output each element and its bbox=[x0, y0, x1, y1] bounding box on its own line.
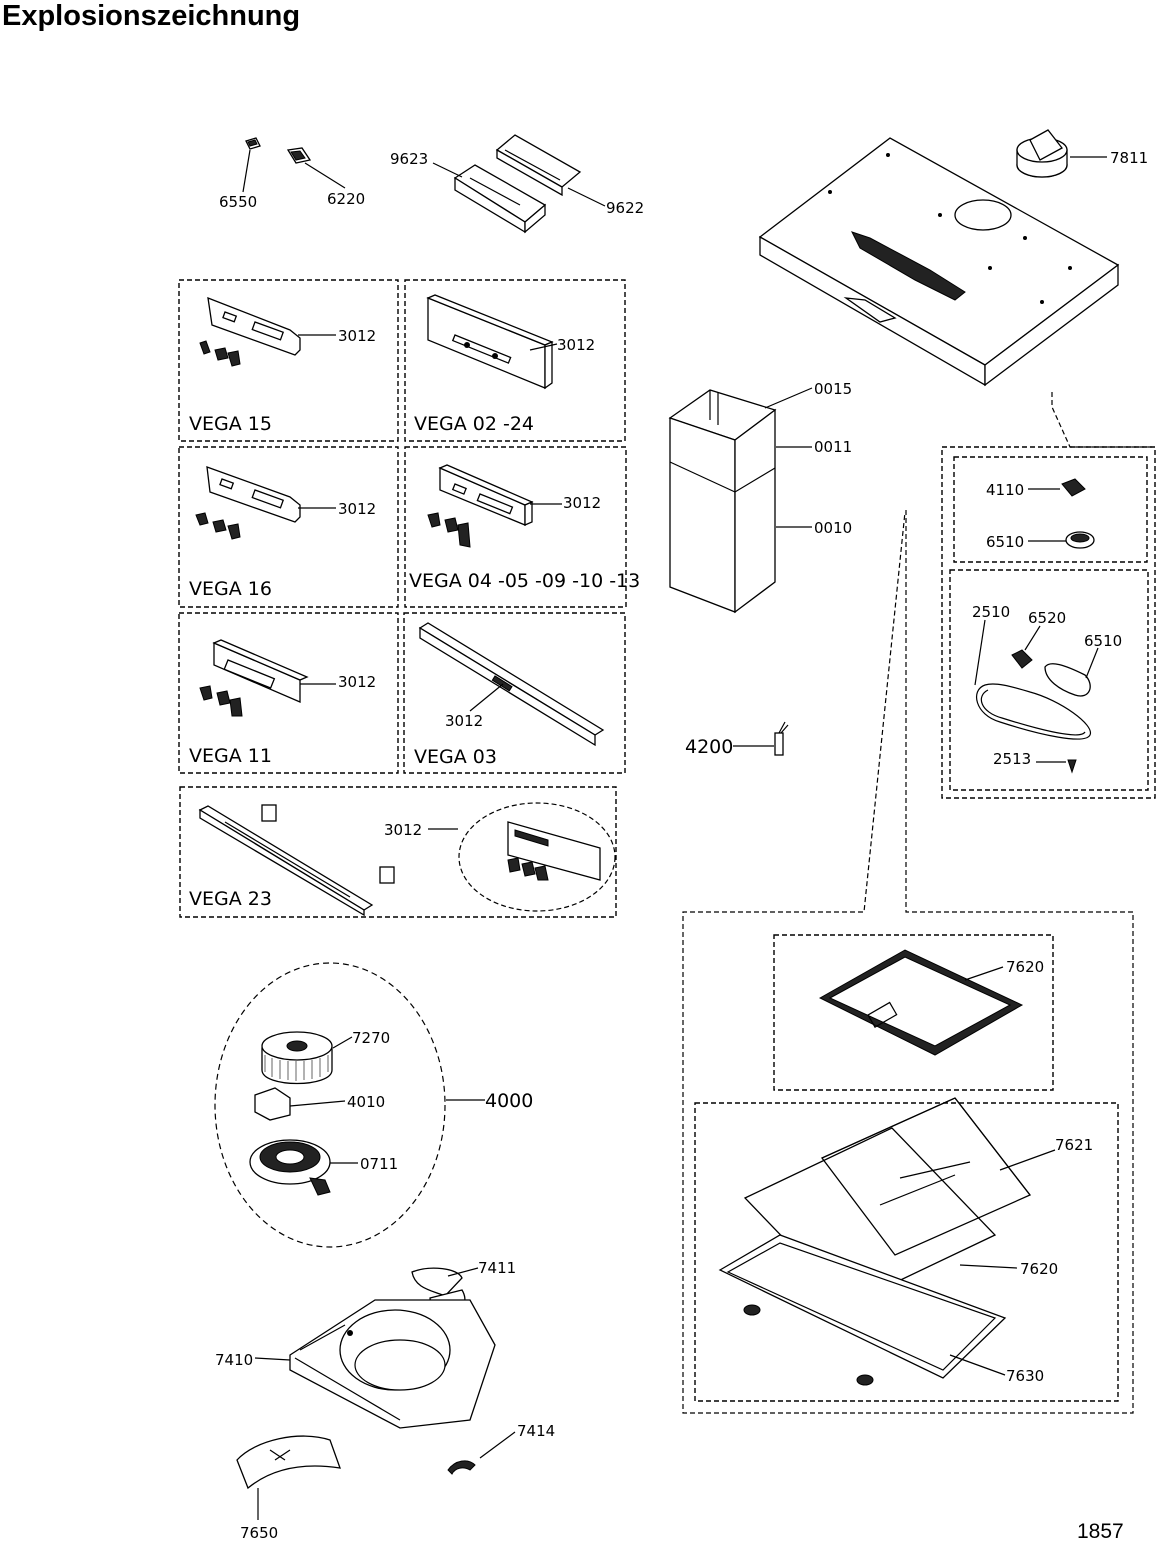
label-vega-15: VEGA 15 bbox=[189, 413, 272, 435]
blower-housing bbox=[236, 1267, 516, 1520]
label-3012-vega15: 3012 bbox=[338, 327, 376, 345]
panel-vega-03 bbox=[418, 622, 605, 747]
box-vega-04-13 bbox=[404, 446, 627, 608]
label-vega-02-24: VEGA 02 -24 bbox=[414, 413, 534, 435]
label-7650: 7650 bbox=[240, 1524, 278, 1542]
label-7620-a: 7620 bbox=[1006, 958, 1044, 976]
document-number: 1857 bbox=[1077, 1520, 1124, 1543]
box-vega-16 bbox=[178, 446, 399, 608]
panel-vega-23 bbox=[198, 802, 616, 917]
panel-vega-04-13 bbox=[427, 464, 562, 548]
label-0015: 0015 bbox=[814, 380, 852, 398]
panel-vega-02-24 bbox=[426, 294, 558, 390]
label-3012-vega23: 3012 bbox=[384, 821, 422, 839]
label-0010: 0010 bbox=[814, 519, 852, 537]
label-7410: 7410 bbox=[215, 1351, 253, 1369]
label-3012-vega03: 3012 bbox=[445, 712, 483, 730]
label-9622: 9622 bbox=[606, 199, 644, 217]
label-vega-23: VEGA 23 bbox=[189, 888, 272, 910]
label-4010: 4010 bbox=[347, 1093, 385, 1111]
chimney bbox=[668, 387, 813, 614]
label-vega-11: VEGA 11 bbox=[189, 745, 272, 767]
label-6520: 6520 bbox=[1028, 609, 1066, 627]
label-3012-vega04: 3012 bbox=[563, 494, 601, 512]
box-vega-23 bbox=[179, 786, 617, 918]
label-4110: 4110 bbox=[986, 481, 1024, 499]
box-vega-03 bbox=[403, 612, 626, 774]
part-4200 bbox=[733, 721, 789, 756]
motor-group bbox=[214, 962, 485, 1248]
label-7414: 7414 bbox=[517, 1422, 555, 1440]
box-vega-02-24 bbox=[404, 279, 626, 442]
hood-body bbox=[758, 137, 1120, 387]
label-vega-04-13: VEGA 04 -05 -09 -10 -13 bbox=[409, 570, 640, 592]
label-3012-vega11: 3012 bbox=[338, 673, 376, 691]
label-2513: 2513 bbox=[993, 750, 1031, 768]
label-6220: 6220 bbox=[327, 190, 365, 208]
diagram-title: Explosionszeichnung bbox=[2, 0, 301, 32]
label-7620-b: 7620 bbox=[1020, 1260, 1058, 1278]
label-7630: 7630 bbox=[1006, 1367, 1044, 1385]
panel-vega-15 bbox=[199, 296, 336, 367]
part-6550 bbox=[242, 137, 261, 193]
lighting-group bbox=[941, 392, 1156, 799]
label-vega-03: VEGA 03 bbox=[414, 746, 497, 768]
box-vega-11 bbox=[178, 612, 399, 774]
label-6510-a: 6510 bbox=[986, 533, 1024, 551]
label-6550: 6550 bbox=[219, 193, 257, 211]
label-4200: 4200 bbox=[685, 736, 733, 758]
panel-vega-16 bbox=[195, 466, 336, 540]
label-0711: 0711 bbox=[360, 1155, 398, 1173]
label-4000: 4000 bbox=[485, 1090, 533, 1112]
label-7811: 7811 bbox=[1110, 149, 1148, 167]
label-vega-16: VEGA 16 bbox=[189, 578, 272, 600]
part-6220 bbox=[286, 147, 346, 189]
label-3012-vega0224: 3012 bbox=[557, 336, 595, 354]
part-7811 bbox=[1016, 129, 1107, 178]
filter-group bbox=[682, 510, 1134, 1414]
box-vega-15 bbox=[178, 279, 399, 442]
label-9623: 9623 bbox=[390, 150, 428, 168]
label-7411: 7411 bbox=[478, 1259, 516, 1277]
label-7270: 7270 bbox=[352, 1029, 390, 1047]
part-9623-9622 bbox=[432, 134, 606, 234]
label-2510: 2510 bbox=[972, 603, 1010, 621]
label-6510-b: 6510 bbox=[1084, 632, 1122, 650]
panel-vega-11 bbox=[199, 639, 336, 717]
label-0011: 0011 bbox=[814, 438, 852, 456]
label-3012-vega16: 3012 bbox=[338, 500, 376, 518]
label-7621: 7621 bbox=[1055, 1136, 1093, 1154]
